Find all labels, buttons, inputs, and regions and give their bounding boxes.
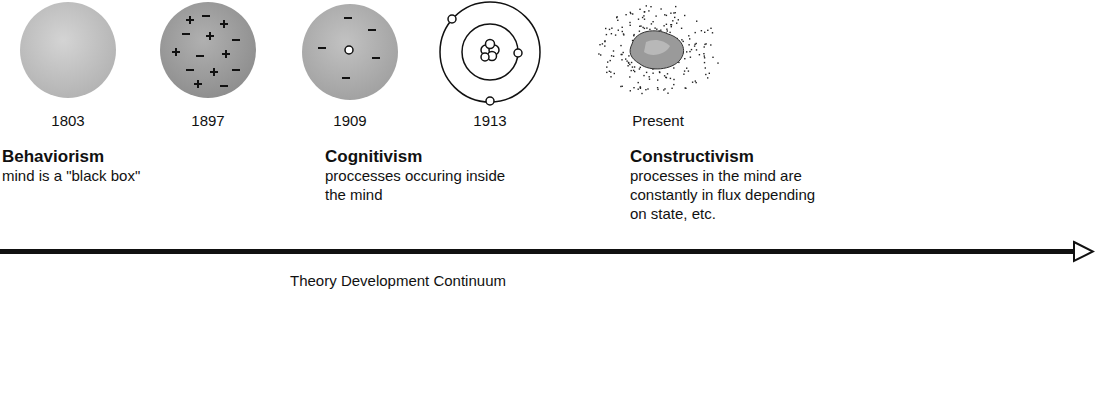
continuum-arrow [0,242,1093,261]
year-label: Present [632,112,684,131]
theory-description: processes in the mind are constantly in … [630,167,830,223]
electron-signs [318,18,380,78]
theory-description: mind is a "black box" [2,167,142,186]
rutherford-sphere [302,4,398,100]
axis-label: Theory Development Continuum [290,272,506,291]
bohr-particles [448,15,522,105]
theory-heading: Cognitivism [325,146,422,167]
theory-description: proccesses occuring inside the mind [325,167,515,205]
year-label: 1803 [51,112,84,131]
nucleus [345,46,353,54]
charge-symbols [172,16,240,88]
year-label: 1897 [191,112,224,131]
dalton-sphere [20,2,116,98]
thomson-sphere [160,2,256,98]
year-label: 1909 [333,112,366,131]
bohr-orbits [440,2,540,102]
theory-heading: Constructivism [630,146,754,167]
year-label: 1913 [473,112,506,131]
electron-cloud [598,5,719,94]
theory-heading: Behaviorism [2,146,104,167]
